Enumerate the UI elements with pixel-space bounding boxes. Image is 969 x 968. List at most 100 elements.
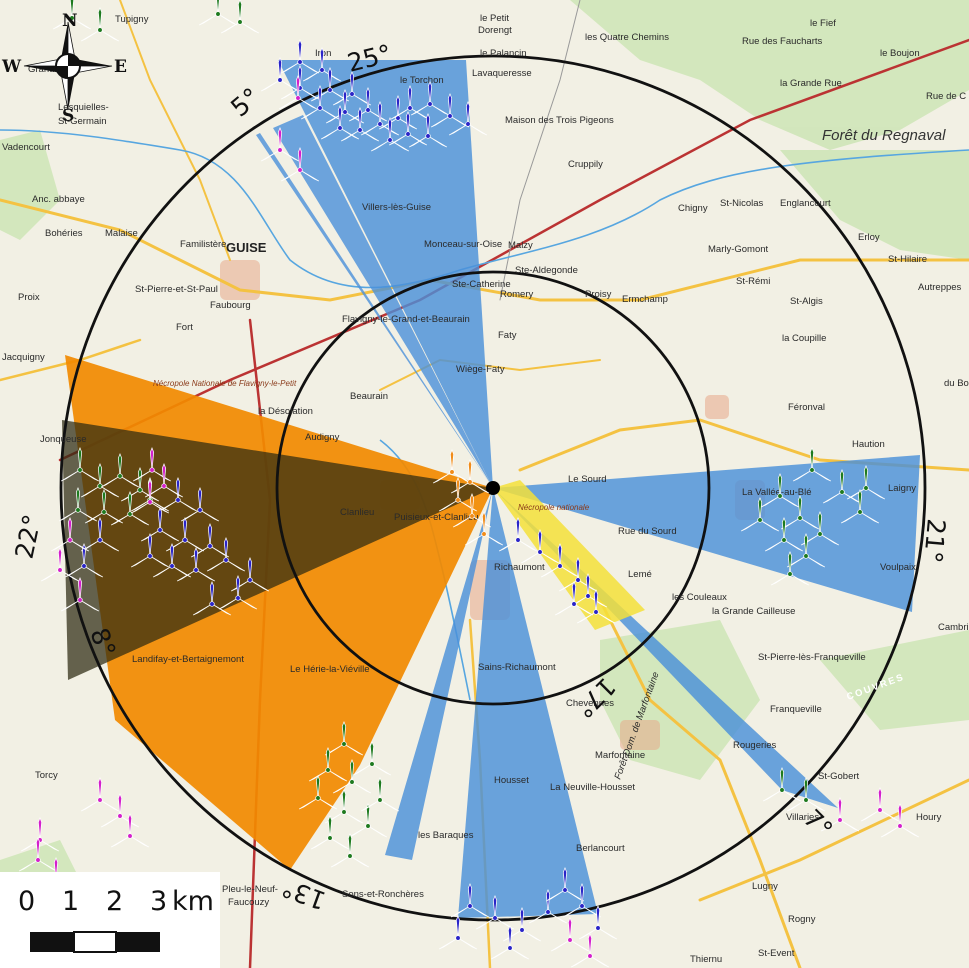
svg-text:les Baraques: les Baraques (418, 830, 474, 841)
svg-text:les Couleaux: les Couleaux (672, 592, 727, 603)
svg-text:Englancourt: Englancourt (780, 198, 831, 209)
distance-circles (59, 54, 927, 922)
svg-text:du Bo: du Bo (944, 378, 969, 389)
svg-text:Franqueville: Franqueville (770, 704, 822, 715)
observer-point[interactable] (486, 481, 500, 495)
svg-text:Houry: Houry (916, 812, 942, 823)
svg-text:St-Gobert: St-Gobert (818, 771, 860, 782)
svg-text:Proix: Proix (18, 292, 40, 303)
svg-text:Malaise: Malaise (105, 228, 138, 239)
svg-text:Jonqueuse: Jonqueuse (40, 434, 86, 445)
south-label: S (62, 106, 74, 126)
svg-text:Landifay-et-Bertaignemont: Landifay-et-Bertaignemont (132, 654, 244, 665)
scale-tick-1: 1 (62, 886, 79, 917)
svg-text:Rue de C: Rue de C (926, 91, 966, 102)
svg-text:Chigny: Chigny (678, 203, 708, 214)
svg-text:St-Hilaire: St-Hilaire (888, 254, 927, 265)
svg-text:Clanlieu: Clanlieu (340, 507, 374, 518)
svg-text:Cambrie: Cambrie (938, 622, 969, 633)
svg-text:Rogny: Rogny (788, 914, 816, 925)
svg-text:Ste-Aldegonde: Ste-Aldegonde (515, 265, 578, 276)
svg-text:Rue du Sourd: Rue du Sourd (618, 526, 677, 537)
svg-text:Erloy: Erloy (858, 232, 880, 243)
svg-text:St-Algis: St-Algis (790, 296, 823, 307)
svg-text:Le Hérie-la-Viéville: Le Hérie-la-Viéville (290, 664, 370, 675)
svg-text:St-Pierre-lès-Franqueville: St-Pierre-lès-Franqueville (758, 652, 866, 663)
svg-text:Puisieux-et-Clanlieu: Puisieux-et-Clanlieu (394, 512, 478, 523)
svg-text:Rougeries: Rougeries (733, 740, 777, 751)
svg-text:Thiernu: Thiernu (690, 954, 722, 965)
svg-text:la Désolation: la Désolation (258, 406, 313, 417)
svg-text:Lesquielles-: Lesquielles- (58, 102, 109, 113)
svg-text:Faubourg: Faubourg (210, 300, 251, 311)
svg-text:Lemé: Lemé (628, 569, 652, 580)
svg-text:Wiège-Faty: Wiège-Faty (456, 364, 505, 375)
svg-text:Torcy: Torcy (35, 770, 58, 781)
svg-text:Sons-et-Ronchères: Sons-et-Ronchères (342, 889, 424, 900)
svg-text:Beaurain: Beaurain (350, 391, 388, 402)
svg-text:Cruppily: Cruppily (568, 159, 603, 170)
scale-tick-0: 0 (18, 886, 35, 917)
svg-text:le Petit: le Petit (480, 13, 509, 24)
visibility-sectors (62, 60, 920, 918)
svg-text:St-Rémi: St-Rémi (736, 276, 770, 287)
svg-text:Dorengt: Dorengt (478, 25, 512, 36)
svg-text:Faucouzy: Faucouzy (228, 897, 269, 908)
north-label: N (62, 11, 78, 31)
svg-text:Lugny: Lugny (752, 881, 778, 892)
svg-text:le Fief: le Fief (810, 18, 836, 29)
svg-text:le Boujon: le Boujon (880, 48, 920, 59)
svg-text:St-Germain: St-Germain (58, 116, 107, 127)
svg-text:Anc. abbaye: Anc. abbaye (32, 194, 85, 205)
svg-text:Romery: Romery (500, 289, 534, 300)
scale-tick-3: 3 (150, 886, 167, 917)
scale-bar: 0 1 2 3 km (0, 872, 220, 968)
svg-text:Housset: Housset (494, 775, 529, 786)
svg-text:Autreppes: Autreppes (918, 282, 962, 293)
svg-text:Haution: Haution (852, 439, 885, 450)
svg-text:Audigny: Audigny (305, 432, 340, 443)
svg-text:la Coupille: la Coupille (782, 333, 826, 344)
svg-text:Ste-Catherine: Ste-Catherine (452, 279, 511, 290)
svg-text:Voulpaix: Voulpaix (880, 562, 916, 573)
svg-text:Pleu-le-Neuf-: Pleu-le-Neuf- (222, 884, 278, 895)
svg-text:Monceau-sur-Oise: Monceau-sur-Oise (424, 239, 502, 250)
svg-text:Fort: Fort (176, 322, 193, 333)
scale-tick-2: 2 (106, 886, 123, 917)
svg-text:Tupigny: Tupigny (115, 14, 149, 25)
svg-text:Le Sourd: Le Sourd (568, 474, 607, 485)
svg-text:Familistère: Familistère (180, 239, 226, 250)
svg-text:La Neuville-Housset: La Neuville-Housset (550, 782, 635, 793)
svg-text:Maison des Trois Pigeons: Maison des Trois Pigeons (505, 115, 614, 126)
svg-text:Rue des Faucharts: Rue des Faucharts (742, 36, 823, 47)
svg-text:Flavigny-le-Grand-et-Beaurain: Flavigny-le-Grand-et-Beaurain (342, 314, 470, 325)
svg-text:Vadencourt: Vadencourt (2, 142, 50, 153)
scale-unit: km (172, 886, 214, 917)
svg-text:St-Event: St-Event (758, 948, 795, 959)
svg-text:le Torchon: le Torchon (400, 75, 444, 86)
svg-text:Nécropole nationale: Nécropole nationale (518, 503, 590, 512)
svg-text:Faty: Faty (498, 330, 517, 341)
svg-text:Sains-Richaumont: Sains-Richaumont (478, 662, 556, 673)
svg-text:Richaumont: Richaumont (494, 562, 545, 573)
svg-text:Malzy: Malzy (508, 240, 533, 251)
svg-text:Berlancourt: Berlancourt (576, 843, 625, 854)
svg-text:Bohéries: Bohéries (45, 228, 83, 239)
svg-text:La Vallée-au-Blé: La Vallée-au-Blé (742, 487, 812, 498)
svg-text:Proisy: Proisy (585, 289, 612, 300)
svg-text:Féronval: Féronval (788, 402, 825, 413)
svg-text:Marfontaine: Marfontaine (595, 750, 645, 761)
svg-text:les Quatre Chemins: les Quatre Chemins (585, 32, 669, 43)
svg-text:Laigny: Laigny (888, 483, 916, 494)
forest-areas (0, 0, 969, 930)
svg-text:Villers-lès-Guise: Villers-lès-Guise (362, 202, 431, 213)
svg-text:Villaries: Villaries (786, 812, 819, 823)
svg-text:Jacquigny: Jacquigny (2, 352, 45, 363)
svg-text:Marly-Gomont: Marly-Gomont (708, 244, 769, 255)
svg-text:le Palancin: le Palancin (480, 48, 526, 59)
svg-text:21°: 21° (918, 517, 951, 564)
svg-text:St-Pierre-et-St-Paul: St-Pierre-et-St-Paul (135, 284, 218, 295)
svg-text:la Grande Cailleuse: la Grande Cailleuse (712, 606, 795, 617)
